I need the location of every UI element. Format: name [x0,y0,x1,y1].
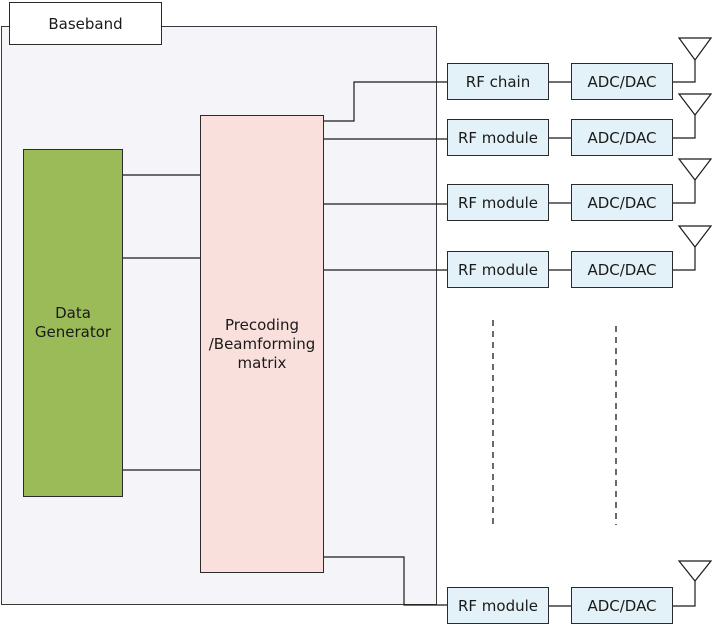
rf-chain-box: RF chain [447,63,549,100]
adc-to-antenna-link [673,247,696,271]
baseband-label: Baseband [9,2,162,45]
adc-dac-box: ADC/DAC [571,587,673,624]
adc-to-antenna-link [673,60,696,83]
rf-module-box: RF module [447,119,549,156]
adc-dac-box: ADC/DAC [571,251,673,288]
adc-to-antenna-link [673,115,696,139]
adc-to-antenna-link [673,581,696,607]
rf-module-box: RF module [447,184,549,221]
antenna-icon [677,158,713,181]
rf-module-box: RF module [447,251,549,288]
adc-dac-box: ADC/DAC [571,184,673,221]
adc-to-antenna-link [673,180,696,204]
antenna-icon [677,225,713,248]
precoding-to-rf-link [324,81,447,122]
precoding-matrix-block: Precoding /Beamforming matrix [200,115,324,573]
adc-dac-box: ADC/DAC [571,119,673,156]
antenna-icon [677,560,713,582]
antenna-icon [677,37,713,62]
precoding-to-rf-link [324,556,447,606]
data-generator-block: Data Generator [23,149,123,497]
adc-dac-box: ADC/DAC [571,63,673,100]
antenna-icon [677,93,713,116]
rf-module-box: RF module [447,587,549,624]
